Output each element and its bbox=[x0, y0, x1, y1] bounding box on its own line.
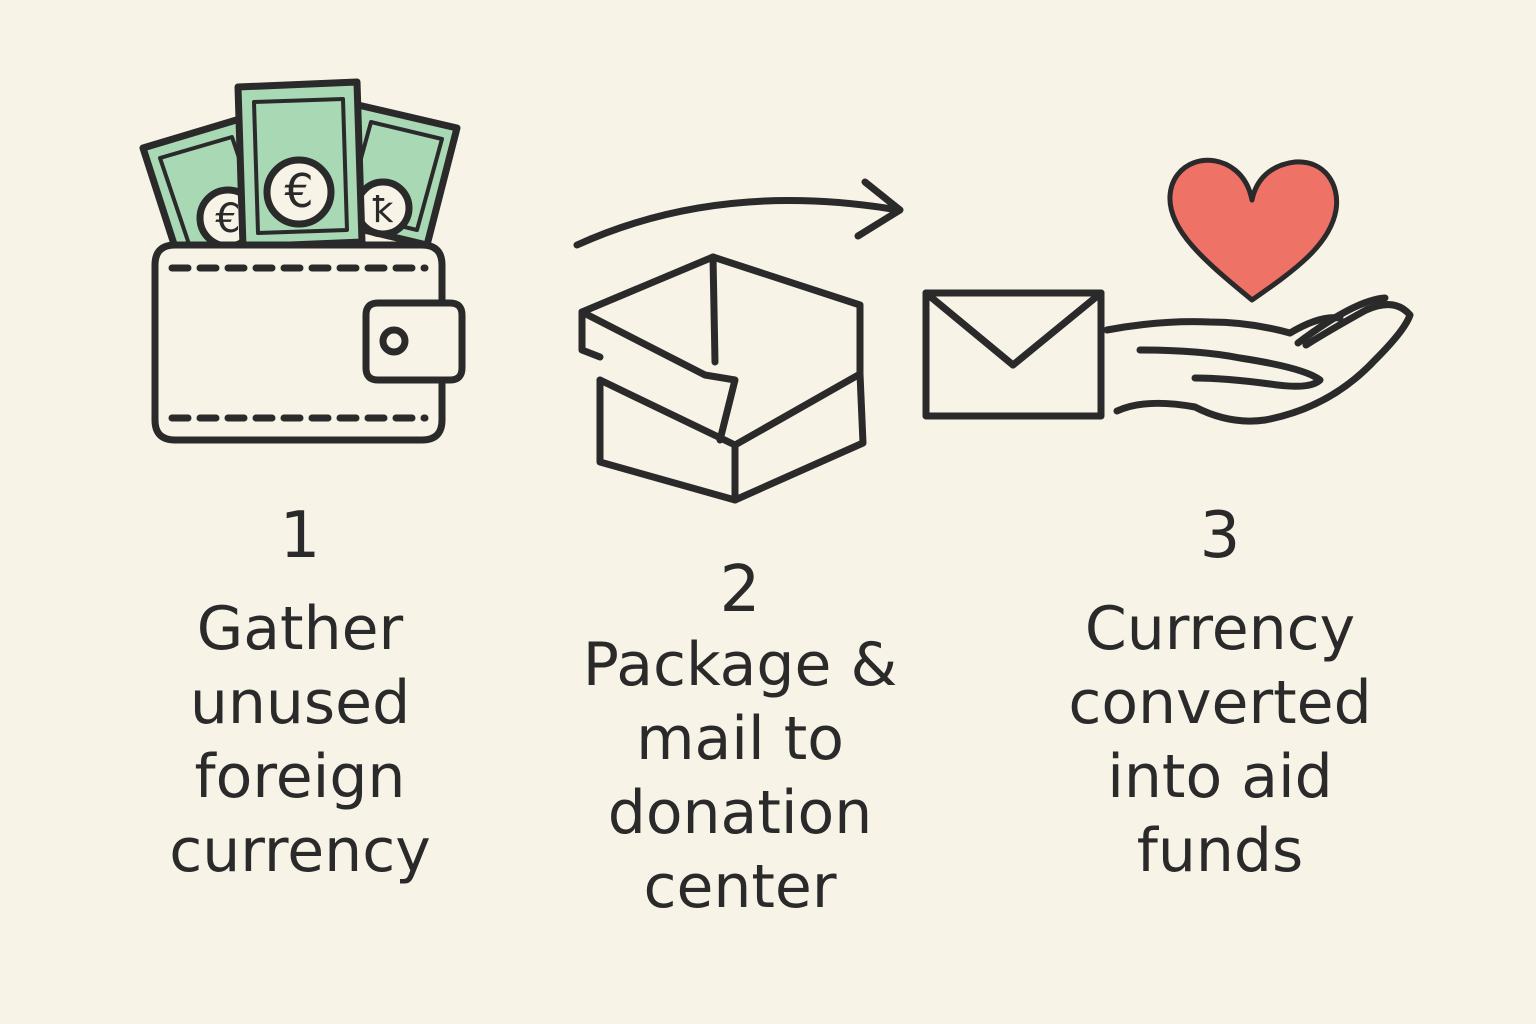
step-3-text: Currency converted into aid funds bbox=[1040, 592, 1400, 888]
open-box-icon bbox=[578, 253, 867, 504]
step-3-line-4: funds bbox=[1136, 816, 1304, 886]
step-1-line-4: currency bbox=[169, 816, 431, 886]
step-2-text: Package & mail to donation center bbox=[560, 628, 920, 924]
step-1-number: 1 bbox=[279, 499, 321, 573]
step-2-line-4: center bbox=[643, 852, 837, 922]
step-3-line-2: converted bbox=[1068, 668, 1372, 738]
heart-icon bbox=[1167, 157, 1340, 303]
open-hand-icon bbox=[1103, 294, 1414, 425]
step-1: 1 Gather unused foreign currency bbox=[140, 504, 460, 888]
step-2-line-1: Package & bbox=[582, 630, 898, 700]
euro-symbol-icon: € bbox=[215, 196, 240, 242]
step-1-text: Gather unused foreign currency bbox=[140, 592, 460, 888]
step-2: 2 Package & mail to donation center bbox=[560, 558, 920, 924]
step-3-number: 3 bbox=[1199, 499, 1241, 573]
banknotes-icon bbox=[139, 78, 461, 276]
step-1-line-3: foreign bbox=[194, 742, 406, 812]
envelope-icon bbox=[922, 289, 1105, 420]
step-3: 3 Currency converted into aid funds bbox=[1040, 504, 1400, 888]
euro-symbol-icon: € bbox=[284, 164, 313, 218]
currency-symbols: € € ꝁ bbox=[215, 164, 393, 242]
currency-symbol-icon: ꝁ bbox=[373, 190, 394, 231]
curved-arrow-icon bbox=[573, 178, 904, 249]
wallet-icon bbox=[151, 241, 466, 444]
step-1-line-1: Gather bbox=[196, 594, 404, 664]
step-3-line-1: Currency bbox=[1084, 594, 1356, 664]
step-3-line-3: into aid bbox=[1107, 742, 1333, 812]
step-2-line-2: mail to bbox=[636, 704, 844, 774]
step-2-number: 2 bbox=[719, 553, 761, 627]
step-1-line-2: unused bbox=[189, 668, 411, 738]
step-2-line-3: donation bbox=[607, 778, 873, 848]
